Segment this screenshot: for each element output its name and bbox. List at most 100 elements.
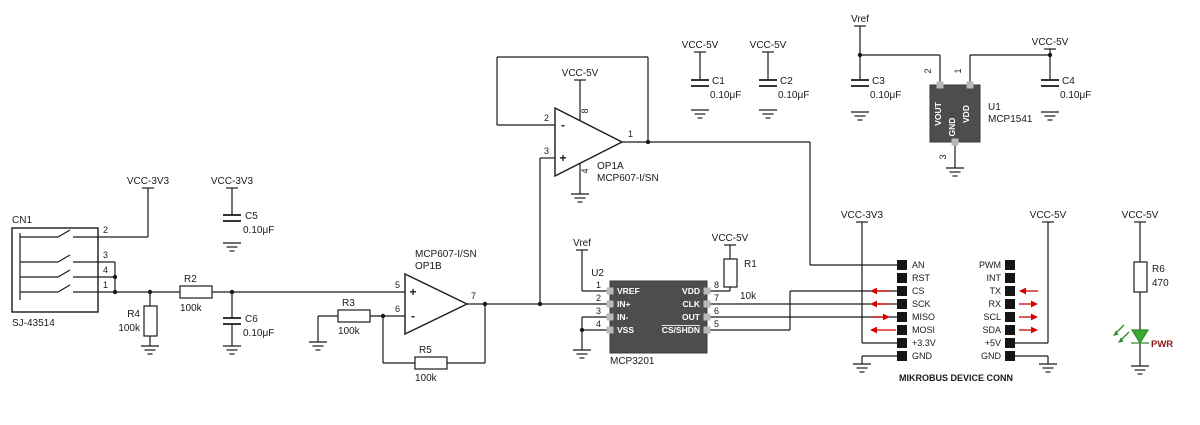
- resistor-r2: [179, 285, 213, 299]
- op1a-pin-noninv: 3: [544, 146, 549, 156]
- net-label-vcc3v3: VCC-3V3: [211, 176, 254, 187]
- c2-ref: C2: [780, 76, 793, 87]
- resistors: R2 100k R4 100k R3 100k R5 100k R1 10k R…: [118, 258, 1169, 384]
- c1-ref: C1: [712, 76, 725, 87]
- op1b-pin-out: 7: [471, 291, 476, 301]
- ground-icon: [1041, 111, 1059, 121]
- net-label-vcc5v: VCC-5V: [1122, 210, 1159, 221]
- mikrobus-pin-label: GND: [912, 351, 933, 361]
- jack-contacts-icon: [19, 229, 98, 300]
- arrow-sck-icon: [870, 300, 890, 308]
- net-label-vcc5v: VCC-5V: [1030, 210, 1067, 221]
- mikrobus-title: MIKROBUS DEVICE CONN: [899, 373, 1013, 383]
- ground-icon: [309, 341, 327, 351]
- c4-value: 0.10μF: [1060, 90, 1091, 101]
- connector-cn1: CN1 SJ-43514 2 3 4 1: [11, 215, 108, 329]
- r5-value: 100k: [415, 373, 438, 384]
- net-label-vcc5v: VCC-5V: [682, 40, 719, 51]
- capacitor-c1: [691, 79, 709, 87]
- op1a-pin-inv: 2: [544, 113, 549, 123]
- r6-value: 470: [1152, 278, 1169, 289]
- r1-value: 10k: [740, 291, 757, 302]
- ground-icon: [691, 109, 709, 119]
- u1-pin-gnd-name: GND: [947, 118, 957, 137]
- net-label-vcc3v3: VCC-3V3: [841, 210, 884, 221]
- net-label-vcc5v: VCC-5V: [1032, 37, 1069, 48]
- u1-pin-vout-name: VOUT: [933, 101, 943, 125]
- cn1-pin-number: 2: [103, 225, 108, 235]
- ic-u1: VOUT GND VDD 2 1 3 U1 MCP1541: [923, 68, 1033, 159]
- u1-pin-vout-num: 2: [923, 68, 933, 73]
- ground-icon: [1131, 365, 1149, 375]
- op1a-pin-vdd: 8: [580, 108, 590, 113]
- op1a-plus-sign: +: [559, 151, 566, 165]
- u2-pin-name: IN-: [617, 312, 629, 322]
- power-flags: VCC-3V3 VCC-3V3 VCC-5V VCC-5V VCC-5V Vre…: [127, 14, 1159, 343]
- mikrobus-pin-label: RX: [988, 299, 1001, 309]
- cn1-part: SJ-43514: [12, 318, 55, 329]
- r1-ref: R1: [744, 259, 757, 270]
- capacitors: C5 0.10μF C6 0.10μF C1 0.10μF C2 0.10μF …: [223, 76, 1091, 339]
- net-label-vcc5v: VCC-5V: [562, 68, 599, 79]
- net-label-vcc3v3: VCC-3V3: [127, 176, 170, 187]
- r2-value: 100k: [180, 303, 203, 314]
- arrow-rx-icon: [1019, 300, 1038, 308]
- ground-icon: [571, 193, 589, 203]
- op1b-triangle: [404, 272, 469, 336]
- c5-value: 0.10μF: [243, 225, 274, 236]
- op1b-pin-noninv: 5: [395, 280, 400, 290]
- mikrobus-pin-label: PWM: [979, 260, 1001, 270]
- arrow-scl-icon: [1019, 313, 1038, 321]
- r3-ref: R3: [342, 298, 355, 309]
- ground-icon: [851, 111, 869, 121]
- opamp-op1a: OP1A MCP607-I/SN 2 3 1 8 4 - +: [544, 106, 659, 184]
- opamp-op1b: MCP607-I/SN OP1B 5 6 7 + -: [395, 249, 477, 336]
- u1-pin-vdd-num: 1: [953, 68, 963, 73]
- junction-dots: [112, 52, 1053, 333]
- u1-ref: U1: [988, 102, 1001, 113]
- u1-pin-vdd-name: VDD: [961, 105, 971, 123]
- cn1-pin-number: 4: [103, 265, 108, 275]
- u1-pin-gnd-num: 3: [938, 154, 948, 159]
- cn1-pin-number: 1: [103, 280, 108, 290]
- u2-pin-name: IN+: [617, 299, 631, 309]
- r6-ref: R6: [1152, 264, 1165, 275]
- c5-ref: C5: [245, 211, 258, 222]
- jack-body: [11, 227, 99, 313]
- u2-pin-num: 2: [596, 293, 601, 303]
- u2-part: MCP3201: [610, 356, 655, 367]
- ground-symbols: [141, 109, 1149, 375]
- mikrobus-pin-label: MOSI: [912, 325, 935, 335]
- resistor-r6: [1133, 261, 1148, 293]
- op1a-triangle: [554, 106, 624, 178]
- r4-value: 100k: [118, 323, 141, 334]
- arrow-sda-icon: [1019, 326, 1038, 334]
- op1a-part: MCP607-I/SN: [597, 173, 659, 184]
- mikrobus-pin-label: SDA: [982, 325, 1001, 335]
- op1a-pin-out: 1: [628, 129, 633, 139]
- u2-pin-num: 3: [596, 306, 601, 316]
- net-label-vref: Vref: [851, 14, 869, 25]
- mikrobus-pin-label: GND: [981, 351, 1002, 361]
- c3-ref: C3: [872, 76, 885, 87]
- r5-ref: R5: [419, 345, 432, 356]
- ic-u2: U2 MCP3201 1 2 3 4 8 7 6 5 VREF IN+ IN- …: [591, 268, 719, 367]
- net-label-vcc5v: VCC-5V: [712, 233, 749, 244]
- ground-icon: [223, 345, 241, 355]
- arrow-tx-icon: [1019, 287, 1038, 295]
- mikrobus-pin-label: SCK: [912, 299, 931, 309]
- u1-part: MCP1541: [988, 114, 1033, 125]
- resistor-r3: [337, 309, 371, 323]
- capacitor-c2: [759, 79, 777, 87]
- op1a-ref: OP1A: [597, 161, 624, 172]
- ground-icon: [853, 363, 871, 373]
- r3-value: 100k: [338, 326, 361, 337]
- led-emission-arrows-icon: [1113, 324, 1130, 343]
- arrow-mosi-icon: [870, 326, 896, 334]
- capacitor-c4: [1041, 79, 1059, 87]
- c6-ref: C6: [245, 314, 258, 325]
- led-pwr-label: PWR: [1151, 339, 1173, 350]
- capacitor-c5: [223, 214, 241, 222]
- u2-pin-num: 4: [596, 319, 601, 329]
